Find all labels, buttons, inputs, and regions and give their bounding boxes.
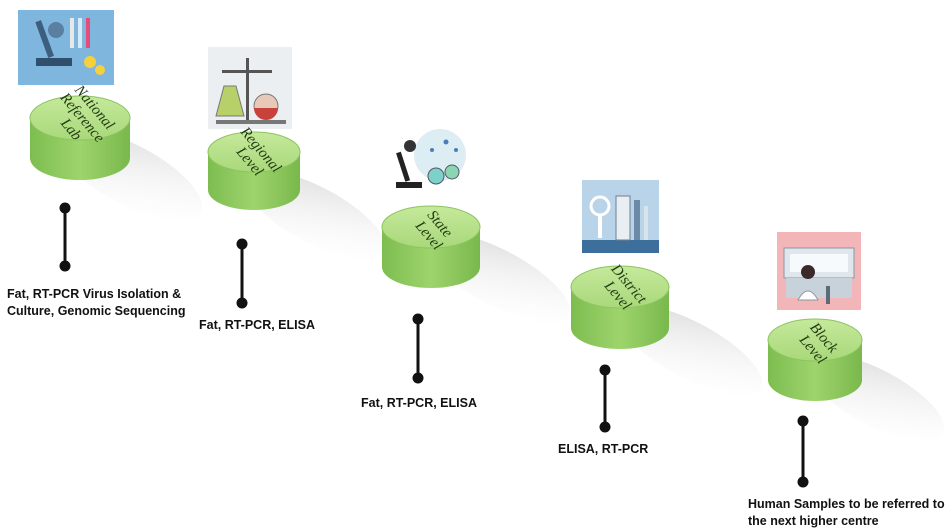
- description-national: Fat, RT-PCR Virus Isolation & Culture, G…: [7, 287, 186, 318]
- description-block: Human Samples to be referred to the next…: [748, 497, 945, 528]
- description-state: Fat, RT-PCR, ELISA: [361, 396, 477, 410]
- microscope-molecules-icon: [385, 129, 471, 192]
- cylinder-label-state: State Level: [411, 207, 457, 254]
- description-regional: Fat, RT-PCR, ELISA: [199, 318, 315, 332]
- tier-state: [381, 129, 570, 384]
- stem-dot-top: [236, 238, 248, 250]
- cylinder: [767, 318, 863, 401]
- stem-dot-bottom: [236, 297, 248, 309]
- stem-dot-bottom: [412, 372, 424, 384]
- stem-dot-bottom: [599, 421, 611, 433]
- chemistry-flask-icon: [208, 47, 292, 129]
- cylinder: [29, 95, 131, 180]
- cylinder: [207, 131, 301, 210]
- cylinder: [381, 205, 481, 288]
- tier-national: [18, 10, 203, 272]
- stem-dot-bottom: [797, 476, 809, 488]
- description-district: ELISA, RT-PCR: [558, 442, 649, 456]
- stem-dot-top: [797, 415, 809, 427]
- stem-dot-top: [412, 313, 424, 325]
- microscope-lab-icon: [18, 10, 114, 85]
- tier-block: [767, 232, 945, 488]
- stem-dot-top: [59, 202, 71, 214]
- stem-dot-top: [599, 364, 611, 376]
- lab-instruments-icon: [582, 180, 659, 253]
- lab-technician-icon: [777, 232, 861, 310]
- cylinder: [570, 265, 670, 349]
- tier-regional: [207, 47, 386, 309]
- stem-dot-bottom: [59, 260, 71, 272]
- tier-district: [570, 180, 762, 433]
